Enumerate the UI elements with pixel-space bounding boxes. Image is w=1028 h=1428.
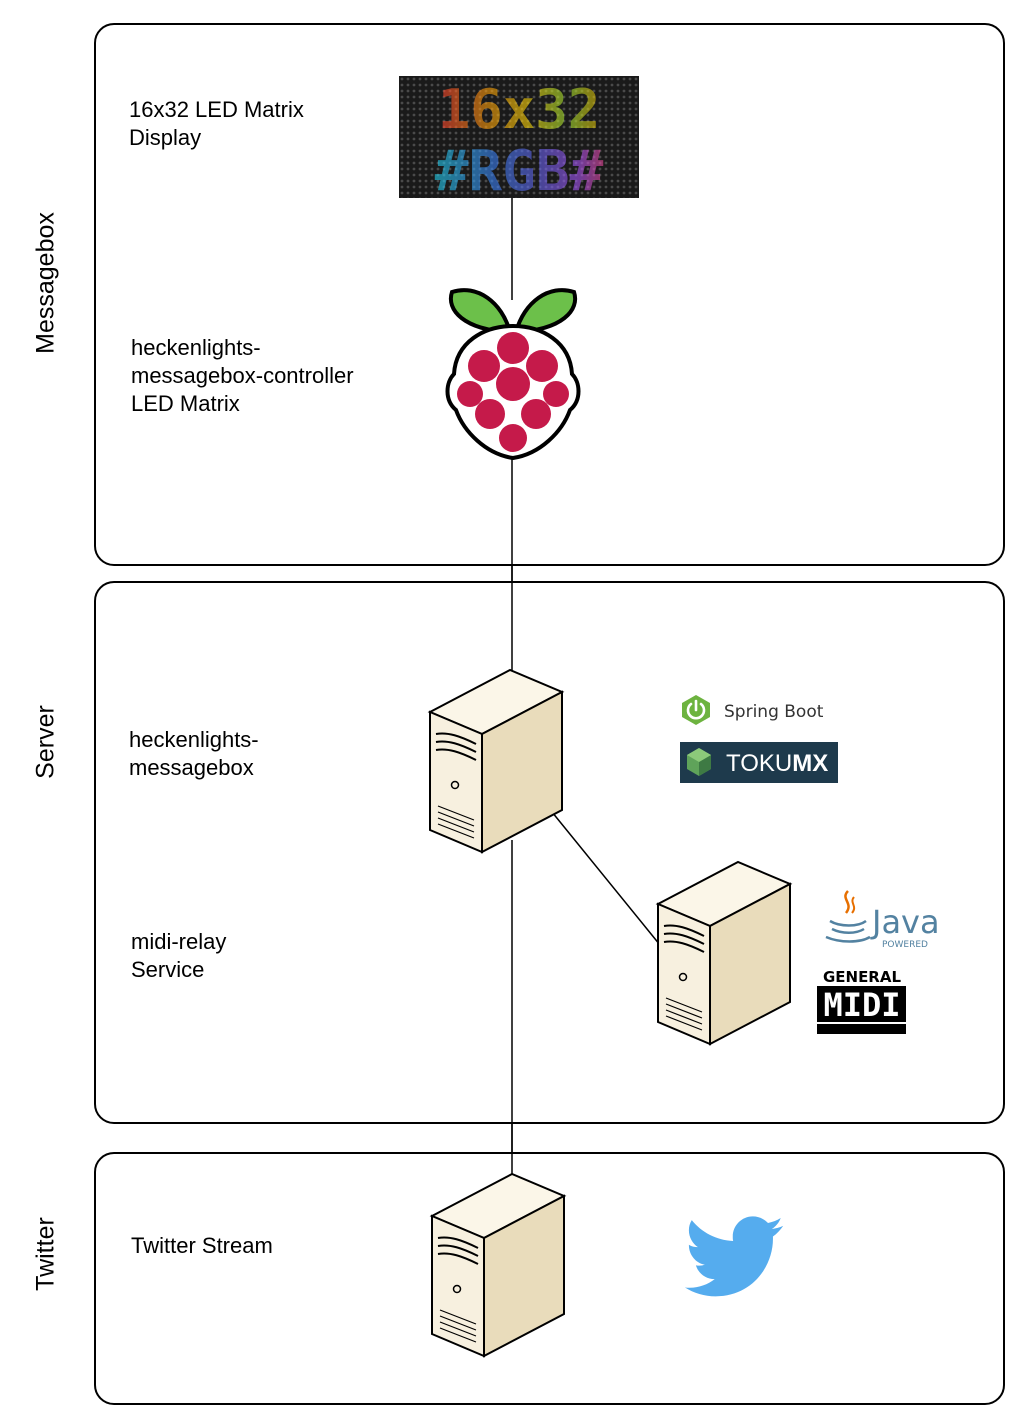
general-midi-top-text: GENERAL [823, 968, 902, 986]
java-text: Java [870, 903, 940, 941]
label-controller: heckenlights- messagebox-controller LED … [131, 335, 354, 416]
label-led-display: 16x32 LED Matrix Display [129, 97, 304, 150]
twitter-bird-icon [684, 1216, 784, 1297]
label-twitter-stream: Twitter Stream [131, 1233, 273, 1258]
twitter-server-icon [429, 1172, 567, 1358]
tokumx-logo: TOKUMX [680, 742, 838, 783]
tokumx-text-a: TOKU [726, 750, 792, 777]
label-messagebox-service: heckenlights- messagebox [129, 727, 259, 780]
lane-label-messagebox: Messagebox [31, 212, 60, 354]
tokumx-text-b: MX [792, 750, 828, 777]
midi-relay-server-icon [655, 860, 793, 1046]
general-midi-bottom-text: MIDI [823, 986, 900, 1024]
java-logo: Java POWERED [825, 890, 940, 950]
java-powered-text: POWERED [882, 940, 928, 950]
server-icon [427, 668, 565, 854]
label-midi-relay: midi-relay Service [131, 929, 227, 982]
lane-label-server: Server [31, 705, 60, 779]
lane-label-twitter: Twitter [31, 1217, 60, 1291]
led-matrix-icon: 16x32 #RGB# [399, 76, 639, 204]
raspberry-pi-icon [445, 288, 581, 461]
svg-text:TOKUMX: TOKUMX [726, 750, 828, 777]
general-midi-logo: GENERAL MIDI [817, 968, 906, 1034]
spring-boot-text: Spring Boot [724, 702, 824, 722]
spring-boot-logo: Spring Boot [682, 695, 824, 725]
